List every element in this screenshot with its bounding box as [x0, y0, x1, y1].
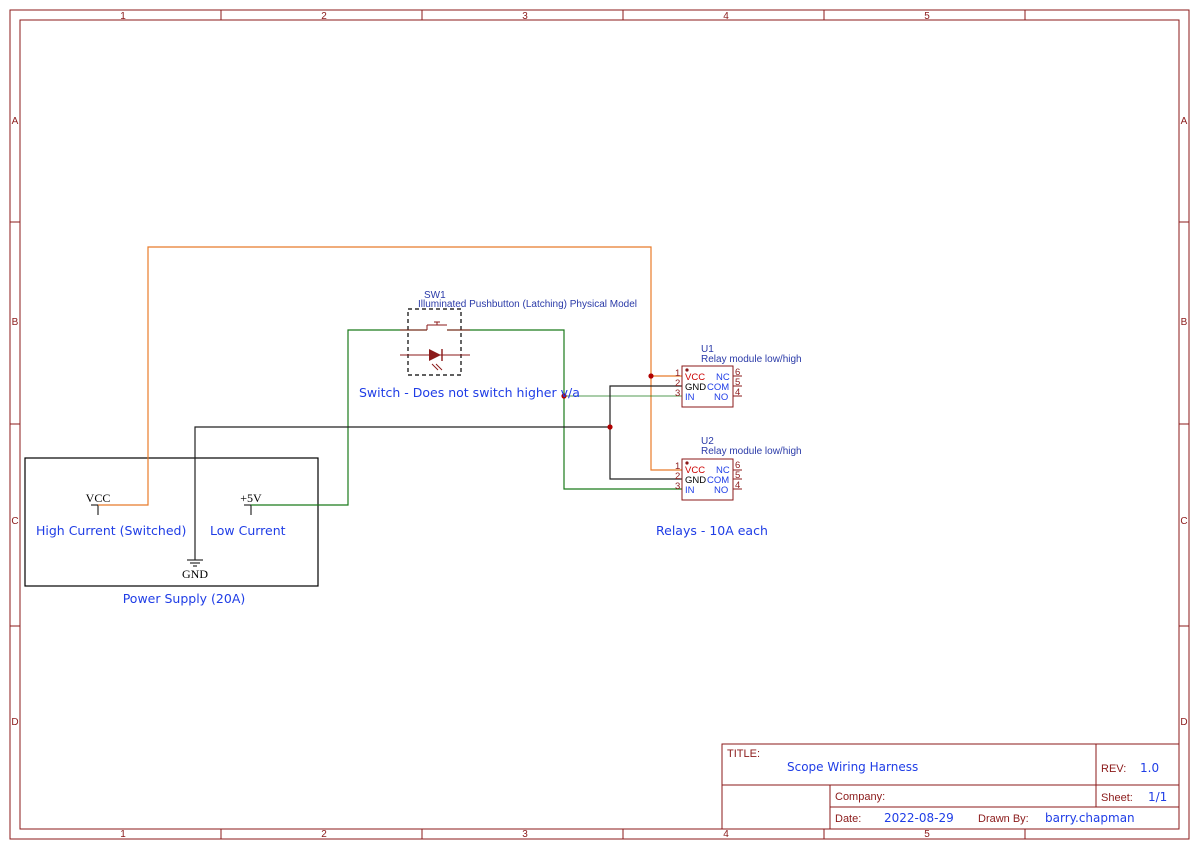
- relays-note: Relays - 10A each: [656, 523, 768, 538]
- junctions: [561, 373, 654, 430]
- pin-name: IN: [685, 392, 695, 403]
- power-supply-block: Power Supply (20A) VCC High Current (Swi…: [24, 457, 319, 606]
- sheet-value: 1/1: [1148, 790, 1167, 804]
- pin-number: 6: [735, 367, 740, 378]
- switch-note: Switch - Does not switch higher v/a: [359, 385, 580, 400]
- pin-number: 4: [735, 387, 740, 398]
- title-label: TITLE:: [727, 748, 760, 760]
- col-label-top: 2: [321, 11, 327, 22]
- row-label-left: B: [12, 317, 19, 328]
- drawn-by-value: barry.chapman: [1045, 811, 1135, 825]
- pin-number: 5: [735, 470, 740, 481]
- frame-row-labels: A B C D A B C D: [11, 116, 1187, 728]
- row-label-right: C: [1180, 516, 1187, 527]
- switch-ref: SW1: [424, 290, 446, 301]
- pin-number: 6: [735, 460, 740, 471]
- relay-value: Relay module low/high: [701, 446, 802, 457]
- date-label: Date:: [835, 813, 861, 825]
- wire-gnd-relays: [609, 385, 682, 480]
- drawing-frame: [9, 9, 1190, 840]
- pin-name: NO: [714, 485, 728, 496]
- frame-column-labels: 1 2 3 4 5 1 2 3 4 5: [120, 11, 930, 840]
- pin-number: 3: [675, 388, 680, 399]
- row-label-right: D: [1180, 717, 1187, 728]
- ground-icon: [187, 559, 203, 567]
- wires: [98, 246, 682, 560]
- switch-value: Illuminated Pushbutton (Latching) Physic…: [418, 299, 637, 310]
- col-label-top: 3: [522, 11, 528, 22]
- pin-name: COM: [707, 382, 729, 393]
- pin-name: GND: [685, 475, 706, 486]
- junction-dot: [648, 373, 654, 379]
- wire-5v: [251, 329, 427, 506]
- relay-ref: U2: [701, 436, 714, 447]
- col-label-bottom: 3: [522, 829, 528, 840]
- col-label-bottom: 1: [120, 829, 126, 840]
- pin-name: GND: [685, 382, 706, 393]
- pin-number: 2: [675, 471, 680, 482]
- col-label-top: 4: [723, 11, 729, 22]
- rev-value: 1.0: [1140, 761, 1159, 775]
- p5v-symbol-label: +5V: [240, 491, 262, 505]
- pin-number: 5: [735, 377, 740, 388]
- rev-label: REV:: [1101, 763, 1126, 775]
- company-label: Company:: [835, 791, 885, 803]
- wire-vcc: [98, 246, 682, 506]
- junction-dot: [561, 393, 567, 399]
- pin-name: NC: [716, 372, 730, 383]
- pin-name: COM: [707, 475, 729, 486]
- date-value: 2022-08-29: [884, 811, 954, 825]
- row-label-right: A: [1181, 116, 1188, 127]
- sheet-label: Sheet:: [1101, 792, 1133, 804]
- pin-number: 1: [675, 368, 680, 379]
- junction-dot: [607, 424, 613, 430]
- pin-name: VCC: [685, 372, 705, 383]
- pin-number: 2: [675, 378, 680, 389]
- pin-name: IN: [685, 485, 695, 496]
- document-title: Scope Wiring Harness: [787, 760, 918, 774]
- switch-sw1: SW1 Illuminated Pushbutton (Latching) Ph…: [359, 290, 637, 400]
- vcc-description: High Current (Switched): [36, 523, 186, 538]
- pin-name: VCC: [685, 465, 705, 476]
- row-label-left: C: [11, 516, 18, 527]
- relay-u1: U1 Relay module low/high 1 2 3 VCC GND I…: [675, 344, 802, 408]
- title-block: TITLE: Scope Wiring Harness REV: 1.0 Com…: [721, 743, 1180, 830]
- wire-switch-out: [447, 329, 682, 490]
- relay-u2: U2 Relay module low/high 1 2 3 VCC GND I…: [675, 436, 802, 501]
- p5v-description: Low Current: [210, 523, 286, 538]
- row-label-left: D: [11, 717, 18, 728]
- col-label-bottom: 4: [723, 829, 729, 840]
- wire-gnd: [194, 426, 610, 560]
- pin-number: 1: [675, 461, 680, 472]
- pin-name: NC: [716, 465, 730, 476]
- relay-value: Relay module low/high: [701, 354, 802, 365]
- gnd-symbol-label: GND: [182, 567, 208, 581]
- col-label-top: 5: [924, 11, 930, 22]
- power-supply-label: Power Supply (20A): [123, 591, 246, 606]
- col-label-bottom: 5: [924, 829, 930, 840]
- drawn-by-label: Drawn By:: [978, 813, 1029, 825]
- col-label-top: 1: [120, 11, 126, 22]
- pin-name: NO: [714, 392, 728, 403]
- relay-ref: U1: [701, 344, 714, 355]
- vcc-symbol-label: VCC: [86, 491, 111, 505]
- pin-number: 4: [735, 480, 740, 491]
- col-label-bottom: 2: [321, 829, 327, 840]
- row-label-right: B: [1181, 317, 1188, 328]
- led-icon: [429, 349, 443, 371]
- row-label-left: A: [12, 116, 19, 127]
- pin-number: 3: [675, 481, 680, 492]
